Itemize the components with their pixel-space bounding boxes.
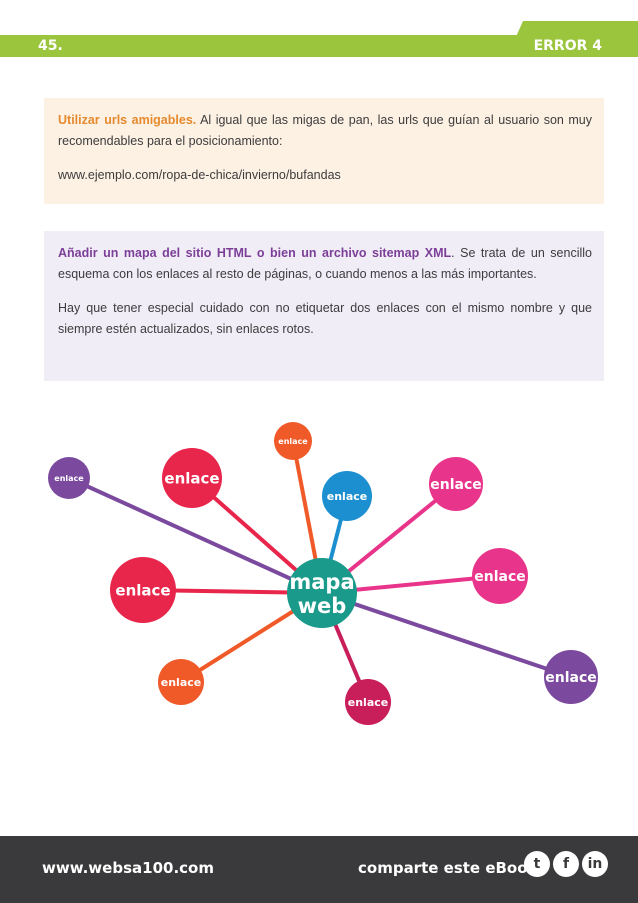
tip-paragraph: Utilizar urls amigables. Al igual que la…: [58, 110, 592, 151]
center-node: mapa web: [287, 558, 357, 628]
link-node-label: enlace: [115, 581, 170, 599]
link-node-label: enlace: [278, 437, 308, 446]
tip-paragraph-2: Hay que tener especial cuidado con no et…: [58, 301, 592, 336]
tip-highlight: Utilizar urls amigables.: [58, 113, 197, 127]
header-bar-tab: [507, 21, 638, 57]
link-node-label: enlace: [474, 569, 526, 585]
page-number: 45.: [38, 38, 63, 54]
tip-highlight: Añadir un mapa del sitio HTML o bien un …: [58, 246, 452, 260]
tip-text: . Se trata de un sencillo esquema con lo…: [58, 246, 592, 281]
facebook-icon[interactable]: f: [553, 851, 579, 877]
link-node-label: enlace: [327, 490, 367, 503]
diagram-nodes: enlace enlace enlace enlace enlace enlace enla…: [48, 422, 598, 725]
link-node: [158, 659, 204, 705]
linkedin-icon[interactable]: in: [582, 851, 608, 877]
diagram-edge: [68, 476, 323, 595]
tip-paragraph: Añadir un mapa del sitio HTML o bien un …: [58, 243, 592, 284]
link-node: [162, 448, 222, 508]
website-link[interactable]: www.websa100.com: [42, 859, 214, 877]
diagram-edge: [321, 591, 572, 679]
sitemap-diagram: enlace enlace enlace enlace enlace enlace enla…: [48, 422, 598, 725]
link-node: [544, 650, 598, 704]
link-node-label: enlace: [348, 696, 388, 709]
link-node-label: enlace: [54, 474, 84, 483]
link-node-label: enlace: [161, 676, 201, 689]
page-header: 45. ERROR 4: [0, 21, 638, 57]
page-footer: www.websa100.com comparte este eBook t f…: [0, 836, 638, 903]
link-node: [110, 557, 176, 623]
share-text: comparte este eBook: [358, 859, 538, 877]
link-node: [472, 548, 528, 604]
example-url: www.ejemplo.com/ropa-de-chica/invierno/b…: [58, 168, 341, 182]
link-node: [429, 457, 483, 511]
twitter-icon[interactable]: t: [524, 851, 550, 877]
link-node: [274, 422, 312, 460]
link-node: [48, 457, 90, 499]
link-node-label: enlace: [164, 469, 219, 487]
link-node: [322, 471, 372, 521]
tip-text: Al igual que las migas de pan, las urls …: [58, 113, 592, 148]
tip-box-sitemap: Añadir un mapa del sitio HTML o bien un …: [44, 231, 604, 381]
link-node-label: enlace: [545, 670, 597, 686]
link-node-label: enlace: [430, 477, 482, 493]
tip-box-urls: Utilizar urls amigables. Al igual que la…: [44, 98, 604, 204]
center-node-line1: mapa: [289, 570, 354, 594]
center-node-circle: [287, 558, 357, 628]
header-bar: [0, 35, 523, 57]
error-label: ERROR 4: [533, 38, 602, 54]
center-node-line2: web: [298, 594, 347, 618]
link-node: [345, 679, 391, 725]
